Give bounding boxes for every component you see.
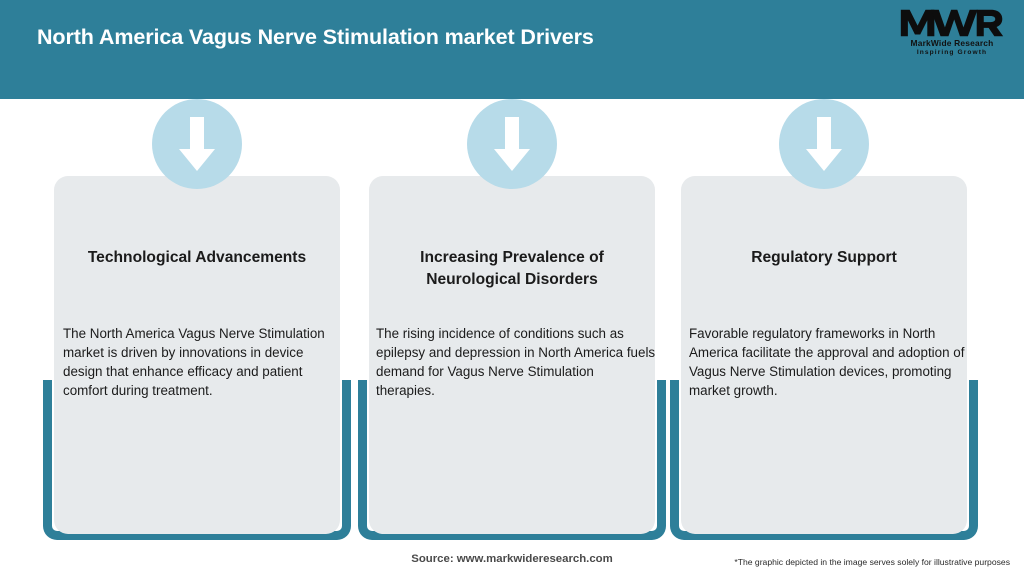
down-arrow-icon — [779, 99, 869, 189]
card-title: Increasing Prevalence of Neurological Di… — [420, 249, 604, 289]
card-panel — [681, 176, 967, 534]
card-panel — [54, 176, 340, 534]
down-arrow-icon — [467, 99, 557, 189]
drivers-card-group: Technological Advancements The North Ame… — [0, 99, 1024, 540]
logo-tagline: Inspiring Growth — [916, 49, 988, 56]
card-accent-bracket — [43, 380, 351, 540]
logo-company-name: MarkWide Research — [910, 38, 994, 48]
page-title: North America Vagus Nerve Stimulation ma… — [37, 25, 594, 49]
card-body-text: Favorable regulatory frameworks in North… — [689, 326, 965, 399]
card-title: Regulatory Support — [751, 249, 897, 266]
driver-card-3[interactable]: Regulatory Support Favorable regulatory … — [670, 99, 978, 540]
card-body-text: The North America Vagus Nerve Stimulatio… — [63, 326, 325, 399]
card-panel — [369, 176, 655, 534]
down-arrow-icon — [152, 99, 242, 189]
disclaimer-label: *The graphic depicted in the image serve… — [734, 557, 1010, 567]
brand-logo: MarkWide Research Inspiring Growth — [898, 8, 1006, 60]
source-label: Source: www.markwideresearch.com — [411, 553, 613, 565]
driver-card-1[interactable]: Technological Advancements The North Ame… — [43, 99, 351, 540]
card-title: Technological Advancements — [87, 249, 307, 266]
card-body-text: The rising incidence of conditions such … — [376, 326, 656, 399]
mwr-logo-icon — [900, 9, 1004, 37]
card-accent-bracket — [670, 380, 978, 540]
driver-card-2[interactable]: Increasing Prevalence of Neurological Di… — [358, 99, 666, 540]
header-band: North America Vagus Nerve Stimulation ma… — [0, 0, 1024, 99]
card-accent-bracket — [358, 380, 666, 540]
